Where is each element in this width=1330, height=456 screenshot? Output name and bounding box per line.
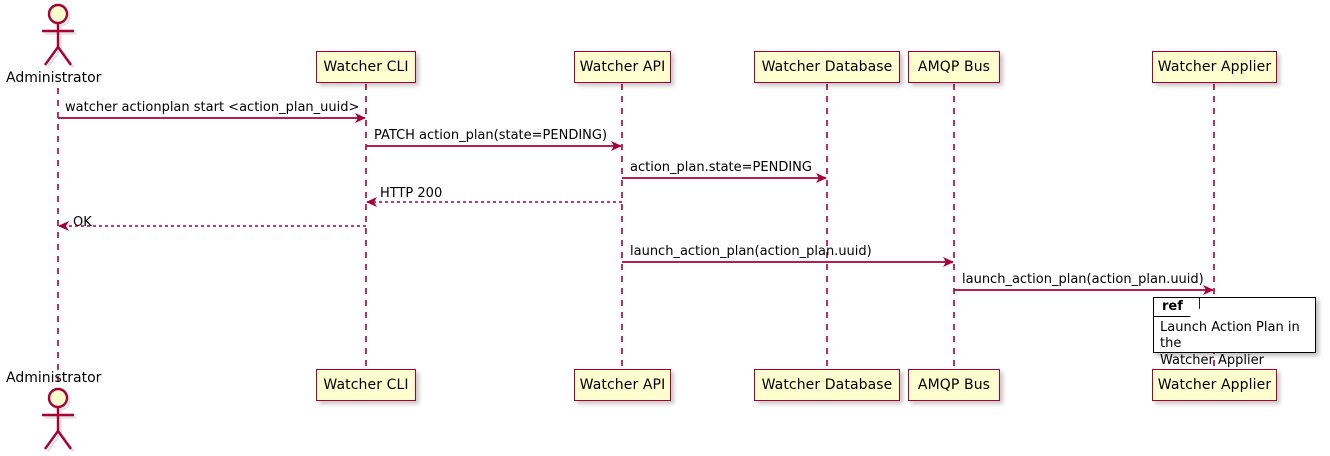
ref-fragment-text: Launch Action Plan in the Watcher Applie… [1160, 320, 1300, 368]
actor-administrator-bottom [42, 387, 77, 453]
message-arrows [58, 113, 1214, 295]
message-label-1: watcher actionplan start <action_plan_uu… [65, 100, 360, 115]
participant-box-watcher-cli-top[interactable]: Watcher CLI [316, 51, 416, 83]
participant-box-watcher-applier-bottom[interactable]: Watcher Applier [1152, 369, 1277, 401]
participant-box-watcher-database-bottom[interactable]: Watcher Database [754, 369, 900, 401]
actor-label-administrator-top: Administrator [6, 70, 102, 86]
participant-box-watcher-database-top[interactable]: Watcher Database [754, 51, 900, 83]
actor-label-administrator-bottom: Administrator [6, 370, 102, 386]
participant-box-watcher-api-bottom[interactable]: Watcher API [574, 369, 671, 401]
lifelines [57, 84, 1215, 392]
participant-box-watcher-applier-top[interactable]: Watcher Applier [1152, 51, 1277, 83]
message-label-2: PATCH action_plan(state=PENDING) [374, 128, 608, 143]
actor-administrator-top [42, 3, 77, 69]
message-label-3: action_plan.state=PENDING [630, 160, 812, 175]
participant-box-watcher-cli-bottom[interactable]: Watcher CLI [316, 369, 416, 401]
ref-fragment-keyword: ref [1154, 298, 1200, 317]
participant-box-amqp-bus-top[interactable]: AMQP Bus [908, 51, 1000, 83]
message-label-7: launch_action_plan(action_plan.uuid) [962, 272, 1204, 287]
participant-box-amqp-bus-bottom[interactable]: AMQP Bus [908, 369, 1000, 401]
message-label-6: launch_action_plan(action_plan.uuid) [630, 244, 872, 259]
message-label-5: OK [73, 215, 92, 230]
ref-fragment[interactable]: ref Launch Action Plan in the Watcher Ap… [1153, 297, 1316, 368]
participant-box-watcher-api-top[interactable]: Watcher API [574, 51, 671, 83]
message-label-4: HTTP 200 [380, 186, 443, 201]
